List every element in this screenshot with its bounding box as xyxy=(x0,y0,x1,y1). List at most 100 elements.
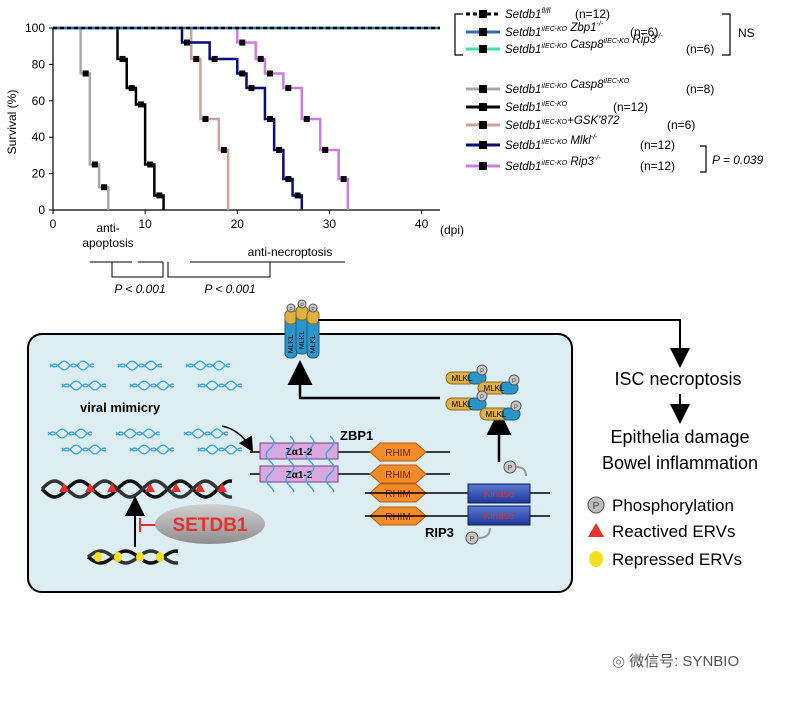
rhim-label: RHIM xyxy=(385,470,411,481)
series-point-rip3 xyxy=(303,116,310,122)
bracket-apoptosis-left xyxy=(90,261,164,278)
oligomer-label: MLKL xyxy=(288,335,295,353)
dna-strand xyxy=(40,479,233,499)
series-line-rip3 xyxy=(53,26,350,210)
legend-label-ko: Setdb1iIEC-KO xyxy=(505,101,568,114)
x-tick-label: 0 xyxy=(50,217,57,231)
legend-label-casp8: Setdb1iIEC-KO Casp8iIEC-KO xyxy=(505,78,630,96)
repressed-erv-mark xyxy=(136,552,144,562)
ns-label: NS xyxy=(738,26,755,40)
mlkl-monomer-phospho-label: P xyxy=(480,369,484,375)
series-point-mlkl xyxy=(211,55,218,62)
oligomer-phospho xyxy=(286,303,296,313)
oligomer-phospho-label: P xyxy=(300,303,304,309)
series-point-ko xyxy=(147,161,154,168)
oligomer-phospho xyxy=(297,299,307,309)
legend-marker-fl xyxy=(479,10,487,18)
legend-label-rip3: Setdb1iIEC-KO Rip3-/- xyxy=(505,155,601,173)
anti-necroptosis-label: anti-necroptosis xyxy=(248,245,333,259)
rip3-label: RIP3 xyxy=(425,525,454,540)
phospho-ball-label: P xyxy=(470,536,475,543)
anti-apoptosis-label-2: apoptosis xyxy=(82,236,133,250)
rna-strand xyxy=(285,435,295,493)
series-point-mlkl xyxy=(248,85,255,92)
series-point-rip3 xyxy=(266,70,273,77)
kinase-phospho: PP xyxy=(465,460,527,545)
p-value-2: P < 0.001 xyxy=(204,282,255,296)
series-point-rip3 xyxy=(257,55,264,62)
legend-label-mlkl: Setdb1iIEC-KO Mlkl-/- xyxy=(505,134,598,152)
series-point-ko xyxy=(137,101,144,108)
bowel-inflammation: Bowel inflammation xyxy=(602,453,758,473)
chart-legend: Setdb1fl/fl(n=12)Setdb1iIEC-KO Zbp1-/-(n… xyxy=(466,7,714,173)
viral-rna xyxy=(117,363,163,371)
series-line-ko xyxy=(53,26,165,210)
reactive-erv-mark xyxy=(171,483,181,492)
za-label-2: Zα1-2 xyxy=(286,470,313,481)
mlkl-to-oligomer-arrow xyxy=(287,360,440,400)
legend-label-fl: Setdb1fl/fl xyxy=(505,8,551,21)
p-value-1: P < 0.001 xyxy=(114,282,165,296)
kinase-label-1: Kinase xyxy=(484,489,515,500)
legend-marker-ko xyxy=(479,103,487,111)
legend-marker-rip3 xyxy=(479,162,487,170)
key-phospho-label: Phosphorylation xyxy=(612,496,734,515)
za-domain-2 xyxy=(259,465,339,483)
viral-rna xyxy=(47,431,93,439)
viral-rna xyxy=(197,383,243,391)
series-point-gsk xyxy=(202,116,209,122)
legend-n-casp8rip3: (n=6) xyxy=(686,42,714,56)
repressed-erv-mark xyxy=(114,552,122,562)
chart-series xyxy=(53,26,440,210)
rna-strand xyxy=(305,435,315,493)
za-label-1: Zα1-2 xyxy=(286,447,313,458)
key-reactive-icon xyxy=(588,523,604,537)
isc-necroptosis: ISC necroptosis xyxy=(614,369,741,389)
series-point-gsk xyxy=(193,55,200,62)
viral-rna xyxy=(197,447,243,455)
watermark: ◎ 微信号: SYNBIO xyxy=(612,650,739,671)
reactive-erv-mark xyxy=(145,483,155,492)
mlkl-monomer-phospho-label: P xyxy=(512,379,516,385)
viral-rna-group xyxy=(47,360,243,455)
legend-marker-mlkl xyxy=(479,141,487,149)
legend-n-fl: (n=12) xyxy=(575,7,610,21)
viral-rna xyxy=(129,383,175,391)
viral-rna xyxy=(115,431,161,439)
legend-n-mlkl: (n=12) xyxy=(640,138,675,152)
curved-arrow xyxy=(221,425,254,453)
series-point-mlkl xyxy=(266,116,273,122)
reactive-erv-mark xyxy=(59,483,69,492)
wechat-icon: ◎ xyxy=(612,652,626,670)
viral-rna xyxy=(183,431,229,439)
rhim-label: RHIM xyxy=(385,512,411,523)
dna-strand xyxy=(40,479,233,499)
y-tick-label: 100 xyxy=(25,21,45,35)
reactive-erv-mark xyxy=(217,483,227,492)
dna-helix-repressed xyxy=(86,549,179,565)
legend-marker-gsk xyxy=(479,121,487,129)
series-point-rip3 xyxy=(340,176,347,183)
mlkl-monomer-phospho xyxy=(476,390,488,402)
key-repressed-icon xyxy=(589,551,603,567)
series-point-ko xyxy=(119,55,126,62)
x-tick-label: 10 xyxy=(138,217,152,231)
legend-label-zbp1: Setdb1iIEC-KO Zbp1-/- xyxy=(505,21,604,39)
series-line-casp8 xyxy=(53,26,110,210)
p-value-legend: P = 0.039 xyxy=(712,153,764,167)
rhim-domain xyxy=(369,442,427,462)
viral-rna xyxy=(129,447,175,455)
kinase-label-2: Kinase xyxy=(484,511,515,522)
rna-strand xyxy=(325,435,335,493)
rhim-domain xyxy=(369,464,427,484)
viral-mimicry-label: viral mimicry xyxy=(80,400,161,415)
y-tick-label: 80 xyxy=(32,57,46,71)
series-point-ko xyxy=(128,85,135,92)
oligomer-phospho-label: P xyxy=(289,307,293,313)
